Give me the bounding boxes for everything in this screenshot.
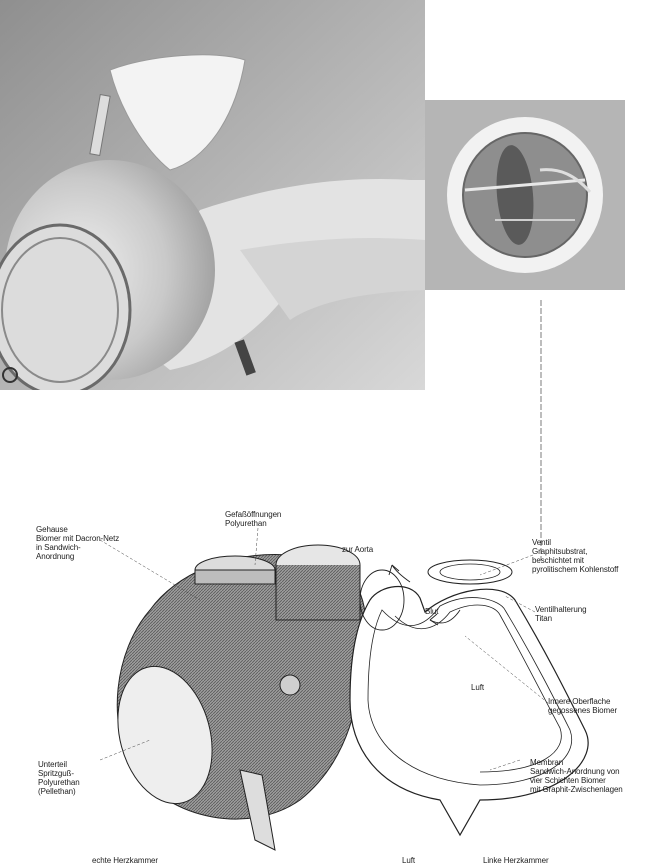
label-blut: Blut — [425, 607, 438, 616]
label-ventil: Ventil Graphitsubstrat, beschichtet mit … — [532, 538, 618, 574]
label-linke-herzkammer: Linke Herzkammer — [483, 856, 549, 865]
label-gefaessoeffnungen: Gefaßöffnungen Polyurethan — [225, 510, 281, 528]
label-unterteil: Unterteil Spritzguß- Polyurethan (Pellet… — [38, 760, 80, 796]
label-zur-aorta: zur Aorta — [342, 545, 373, 554]
label-ventilhalterung: Ventilhalterung Titan — [535, 605, 586, 623]
label-luft-center: Luft — [471, 683, 484, 692]
label-membran: Membran Sandwich-Anordnung von vier Schi… — [530, 758, 623, 794]
label-luft-bottom: Luft — [402, 856, 415, 865]
label-rechte-herzkammer: echte Herzkammer — [92, 856, 158, 865]
label-gehaeuse: Gehause Biomer mit Dacron-Netz in Sandwi… — [36, 525, 119, 561]
label-innere-oberflaeche: Innere Oberflache gegossenes Biomer — [548, 697, 617, 715]
